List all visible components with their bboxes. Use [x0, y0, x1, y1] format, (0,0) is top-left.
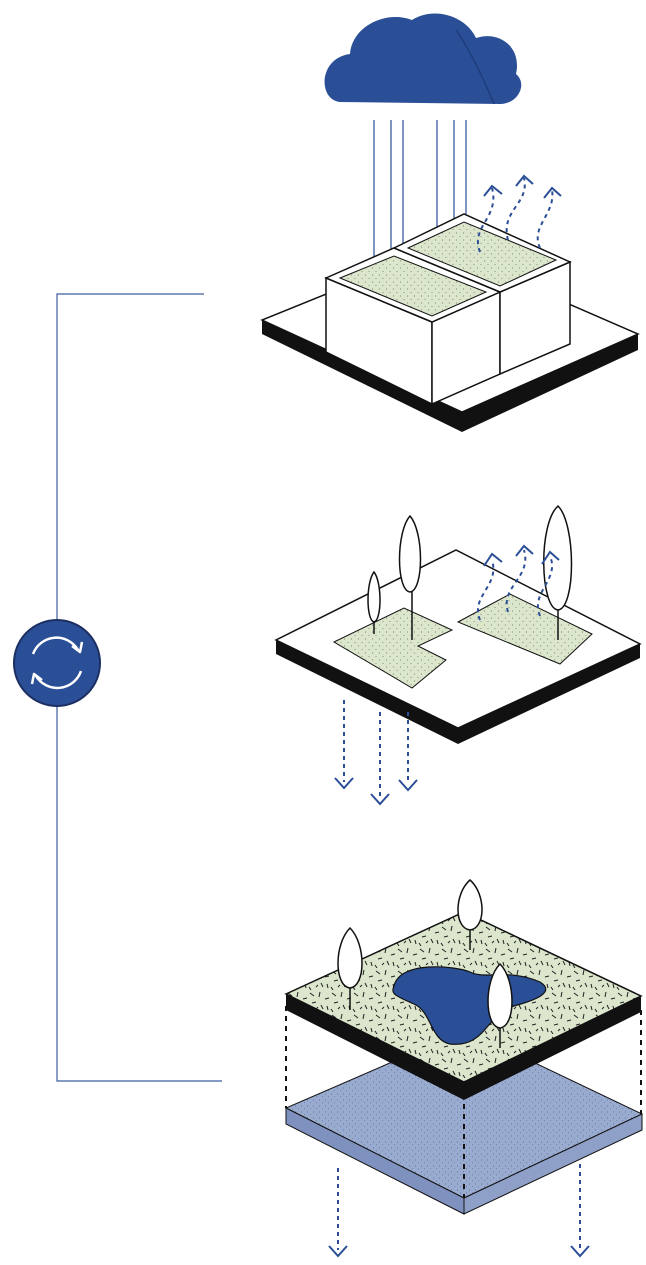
stage-landscape-pond	[286, 880, 642, 1256]
cloud-icon	[325, 14, 522, 104]
stage-green-roof-building	[262, 14, 638, 432]
recycle-icon	[14, 620, 100, 706]
stage-permeable-ground	[276, 506, 640, 804]
